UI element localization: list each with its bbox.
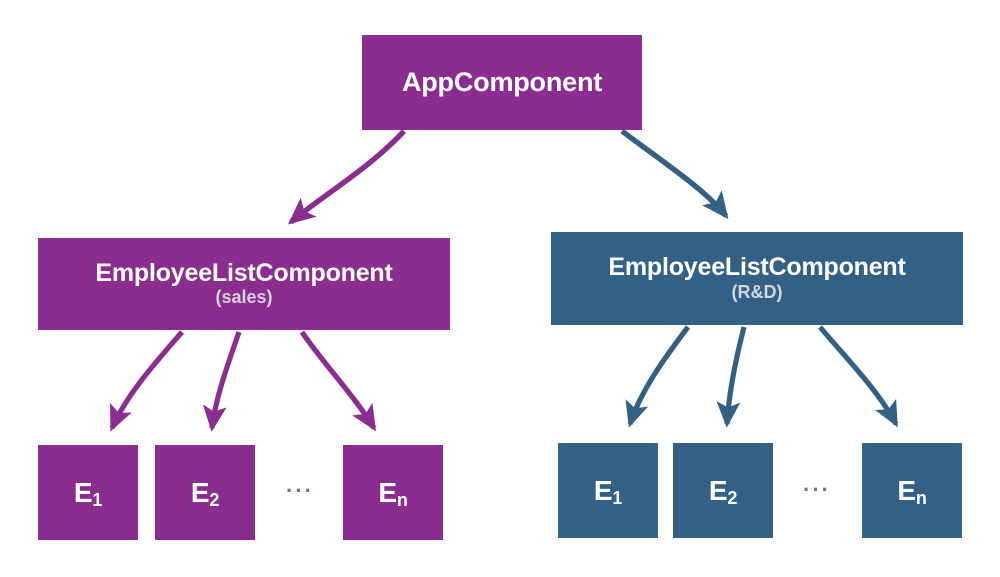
node-employee-list-rd[interactable]: EmployeeListComponent (R&D) <box>551 232 963 325</box>
ellipsis-sales: ··· <box>286 478 314 503</box>
leaf-subscript: n <box>915 487 927 508</box>
edge-rd-to-e2 <box>716 326 747 428</box>
edge-rd-to-e1 <box>625 325 691 428</box>
node-employee-sales-2[interactable]: E2 <box>155 445 255 540</box>
edge-rd-to-en <box>818 325 899 428</box>
node-employee-list-sales[interactable]: EmployeeListComponent (sales) <box>38 238 450 330</box>
node-employee-list-sales-label: EmployeeListComponent <box>95 258 393 287</box>
leaf-subscript: 1 <box>612 487 623 508</box>
leaf-subscript: 1 <box>92 489 103 510</box>
leaf-base: E <box>190 476 210 508</box>
ellipsis-rd: ··· <box>803 477 831 502</box>
leaf-base: E <box>378 476 397 508</box>
node-employee-rd-2-label: E2 <box>708 474 738 508</box>
edge-app-to-rd <box>620 128 729 220</box>
leaf-base: E <box>73 476 93 508</box>
node-employee-list-rd-label: EmployeeListComponent <box>608 253 906 282</box>
node-app-component-label: AppComponent <box>401 67 603 98</box>
node-employee-rd-1-label: E1 <box>593 474 623 508</box>
leaf-subscript: n <box>396 489 408 510</box>
node-employee-sales-2-label: E2 <box>190 476 220 510</box>
edge-app-to-sales <box>287 129 406 225</box>
node-employee-sales-n-label: En <box>378 476 408 510</box>
leaf-subscript: 2 <box>209 489 220 510</box>
leaf-base: E <box>897 474 916 506</box>
node-employee-rd-n[interactable]: En <box>862 443 962 538</box>
node-employee-sales-1[interactable]: E1 <box>38 445 138 540</box>
leaf-base: E <box>593 474 613 506</box>
node-employee-list-rd-subtitle: (R&D) <box>731 281 783 302</box>
node-employee-rd-2[interactable]: E2 <box>673 443 773 538</box>
edge-sales-to-e1 <box>109 330 184 432</box>
node-employee-sales-n[interactable]: En <box>343 445 443 540</box>
edge-sales-to-en <box>299 330 377 432</box>
node-employee-rd-n-label: En <box>897 474 927 508</box>
edge-sales-to-e2 <box>202 331 242 432</box>
node-app-component[interactable]: AppComponent <box>362 35 642 130</box>
node-employee-rd-1[interactable]: E1 <box>558 443 658 538</box>
leaf-subscript: 2 <box>727 487 738 508</box>
leaf-base: E <box>708 474 728 506</box>
node-employee-sales-1-label: E1 <box>73 476 103 510</box>
node-employee-list-sales-subtitle: (sales) <box>215 287 273 308</box>
